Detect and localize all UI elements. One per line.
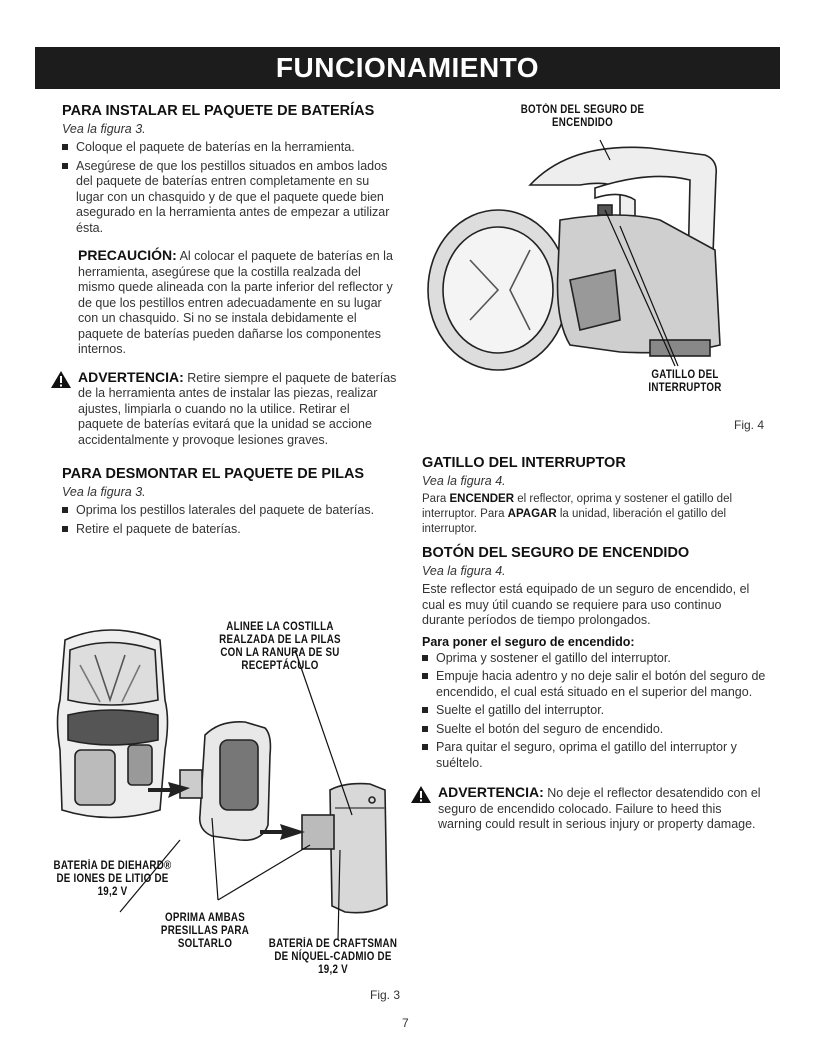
text-run: el reflector, oprima y sostener el gatil… bbox=[422, 493, 733, 520]
label-line: PRESILLAS PARA bbox=[160, 925, 250, 937]
list-item: Asegúrese de que los pestillos situados … bbox=[62, 159, 397, 237]
caution-note: PRECAUCIÓN: Al colocar el paquete de bat… bbox=[78, 247, 397, 358]
label-line: REALZADA DE LA PILAS bbox=[219, 634, 341, 646]
trigger-text: Para ENCENDER el reflector, oprima y sos… bbox=[422, 492, 767, 537]
warning-icon bbox=[411, 786, 431, 803]
label-line: ALINEE LA COSTILLA bbox=[226, 621, 334, 633]
lock-bullets: Oprima y sostener el gatillo del interru… bbox=[422, 651, 767, 772]
label-line: 19,2 V bbox=[97, 886, 128, 898]
warning-text: Retire siempre el paquete de baterías de… bbox=[78, 370, 397, 447]
label-line: BATERÍA DE DIEHARD® bbox=[53, 860, 172, 872]
figure-3-align-label: ALINEE LA COSTILLA REALZADA DE LA PILAS … bbox=[216, 621, 344, 673]
figure-3-illustration bbox=[56, 629, 388, 940]
figure-3-press-label: OPRIMA AMBAS PRESILLAS PARA SOLTARLO bbox=[150, 912, 261, 951]
remove-heading: PARA DESMONTAR EL PAQUETE DE PILAS bbox=[62, 466, 365, 482]
caution-text: Al colocar el paquete de baterías en la … bbox=[78, 249, 393, 356]
warning-note: ADVERTENCIA: Retire siempre el paquete d… bbox=[51, 368, 397, 449]
figure-4-trigger-label: GATILLO DEL INTERRUPTOR bbox=[634, 369, 736, 395]
lock-text: Este reflector está equipado de un segur… bbox=[422, 582, 750, 627]
warning-icon bbox=[51, 370, 71, 388]
lock-see-figure: Vea la figura 4. bbox=[422, 564, 506, 578]
page-number: 7 bbox=[402, 1016, 409, 1030]
list-item: Para quitar el seguro, oprima el gatillo… bbox=[422, 740, 767, 771]
right-column: GATILLO DEL INTERRUPTOR Vea la figura 4.… bbox=[411, 455, 767, 833]
remove-see-figure: Vea la figura 3. bbox=[62, 485, 146, 499]
bold-run: ENCENDER bbox=[449, 493, 515, 505]
label-line: SOLTARLO bbox=[177, 938, 233, 950]
label-line: ENCENDIDO bbox=[552, 117, 613, 129]
figure-3-diehard-label: BATERÍA DE DIEHARD® DE IONES DE LITIO DE… bbox=[42, 860, 182, 899]
label-line: BOTÓN DEL SEGURO DE bbox=[520, 104, 645, 116]
list-item: Suelte el gatillo del interruptor. bbox=[422, 703, 767, 719]
text-run: la unidad, liberación el gatillo del int… bbox=[422, 508, 727, 535]
label-line: RECEPTÁCULO bbox=[241, 660, 319, 672]
list-item: Coloque el paquete de baterías en la her… bbox=[62, 140, 397, 156]
figure-4-illustration bbox=[427, 139, 721, 371]
list-item: Suelte el botón del seguro de encendido. bbox=[422, 722, 767, 738]
text-run: Para bbox=[422, 493, 450, 505]
label-line: BATERÍA DE CRAFTSMAN bbox=[268, 938, 398, 950]
install-bullets: Coloque el paquete de baterías en la her… bbox=[62, 140, 397, 236]
warning-label: ADVERTENCIA: bbox=[438, 784, 544, 800]
caution-label: PRECAUCIÓN: bbox=[78, 247, 177, 263]
list-item: Empuje hacia adentro y no deje salir el … bbox=[422, 669, 767, 700]
trigger-heading: GATILLO DEL INTERRUPTOR bbox=[422, 455, 626, 471]
bold-run: APAGAR bbox=[507, 508, 557, 520]
label-line: 19,2 V bbox=[318, 964, 348, 976]
list-item: Oprima los pestillos laterales del paque… bbox=[62, 503, 397, 519]
install-see-figure: Vea la figura 3. bbox=[62, 122, 146, 136]
label-line: DE IONES DE LITIO DE bbox=[56, 873, 169, 885]
lock-warning-note: ADVERTENCIA: No deje el reflector desate… bbox=[411, 784, 767, 833]
lock-subheading: Para poner el seguro de encendido: bbox=[422, 634, 635, 649]
list-item: Retire el paquete de baterías. bbox=[62, 522, 397, 538]
remove-bullets: Oprima los pestillos laterales del paque… bbox=[62, 503, 397, 537]
trigger-see-figure: Vea la figura 4. bbox=[422, 474, 506, 488]
section-banner: FUNCIONAMIENTO bbox=[35, 47, 780, 89]
install-heading: PARA INSTALAR EL PAQUETE DE BATERÍAS bbox=[62, 103, 375, 119]
warning-label: ADVERTENCIA: bbox=[78, 368, 184, 385]
label-line: OPRIMA AMBAS bbox=[164, 912, 245, 924]
label-line: GATILLO DEL bbox=[651, 369, 719, 381]
figure-3-caption: Fig. 3 bbox=[370, 988, 401, 1002]
list-item: Oprima y sostener el gatillo del interru… bbox=[422, 651, 767, 667]
warning-text: No deje el reflector desatendido con el … bbox=[438, 786, 761, 831]
left-column: PARA INSTALAR EL PAQUETE DE BATERÍAS Vea… bbox=[51, 103, 397, 540]
lock-heading: BOTÓN DEL SEGURO DE ENCENDIDO bbox=[422, 545, 690, 561]
figure-4-lock-label: BOTÓN DEL SEGURO DE ENCENDIDO bbox=[508, 104, 657, 130]
figure-4-caption: Fig. 4 bbox=[734, 418, 765, 432]
figure-3-craftsman-label: BATERÍA DE CRAFTSMAN DE NÍQUEL-CADMIO DE… bbox=[261, 938, 406, 977]
label-line: DE NÍQUEL-CADMIO DE bbox=[274, 951, 392, 963]
label-line: INTERRUPTOR bbox=[648, 382, 722, 394]
label-line: CON LA RANURA DE SU bbox=[220, 647, 340, 659]
